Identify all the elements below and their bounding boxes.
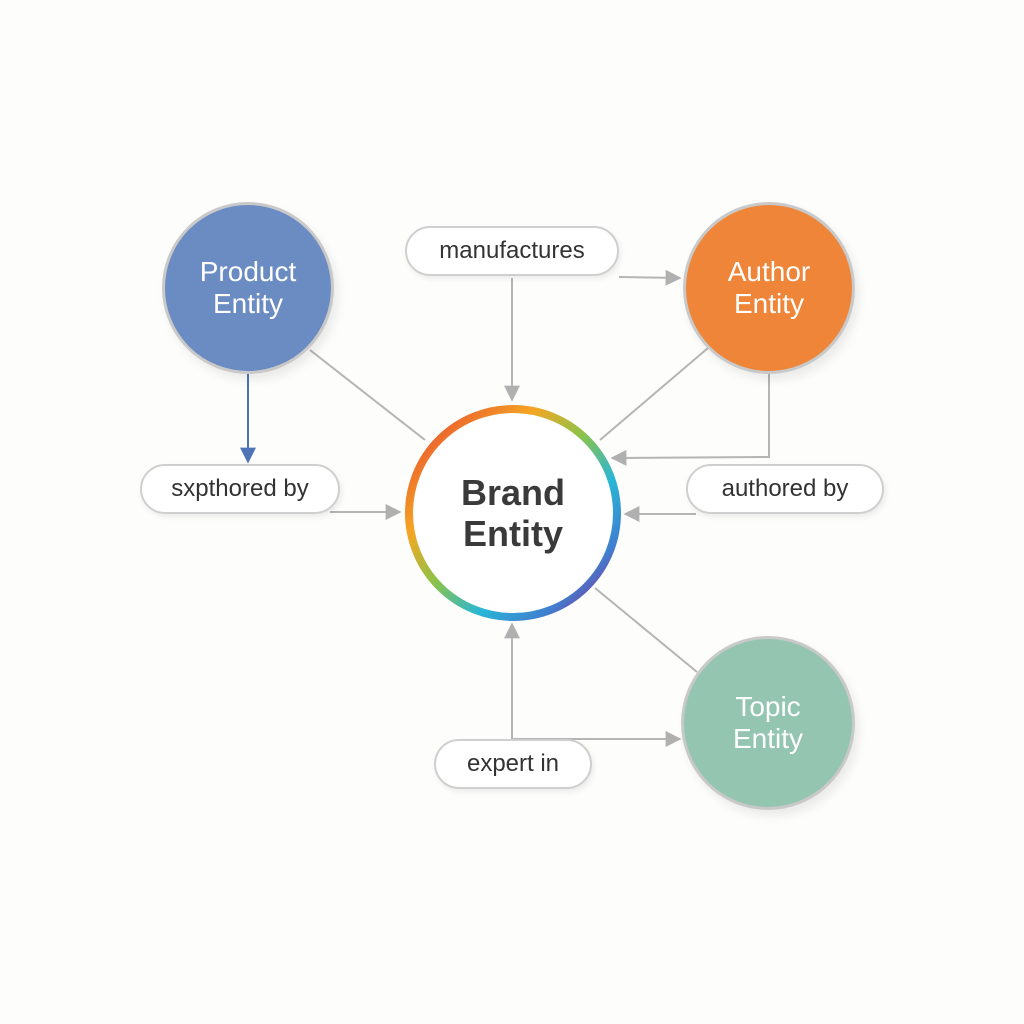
brand-entity-line1: Brand (460, 472, 565, 513)
edge-brand-topic (594, 587, 698, 673)
edge-label-sxpthored-by[interactable]: sxpthored by (140, 464, 340, 514)
brand-entity-node[interactable]: Brand Entity (403, 403, 623, 623)
author-entity-line1: Author (727, 256, 811, 287)
product-entity-line2: Entity (212, 288, 284, 319)
topic-entity-line1: Topic (735, 691, 801, 722)
edge-author-brand (599, 347, 709, 441)
brand-entity-line2: Entity (462, 513, 563, 554)
edge-label-authored-by[interactable]: authored by (686, 464, 884, 514)
product-entity-line1: Product (199, 256, 297, 287)
edge-product-brand (309, 349, 426, 441)
product-entity-node[interactable]: Product Entity (162, 202, 334, 374)
author-entity-line2: Entity (733, 288, 805, 319)
edge-author-elbow (610, 374, 770, 466)
edge-label-manufactures[interactable]: manufactures (405, 226, 619, 276)
topic-entity-node[interactable]: Topic Entity (681, 636, 855, 810)
brand-node-ring (405, 405, 621, 621)
topic-entity-line2: Entity (732, 723, 804, 754)
edge-label-expert-in[interactable]: expert in (434, 739, 592, 789)
edge-manufactures-to-author (618, 269, 682, 286)
author-entity-node[interactable]: Author Entity (683, 202, 855, 374)
